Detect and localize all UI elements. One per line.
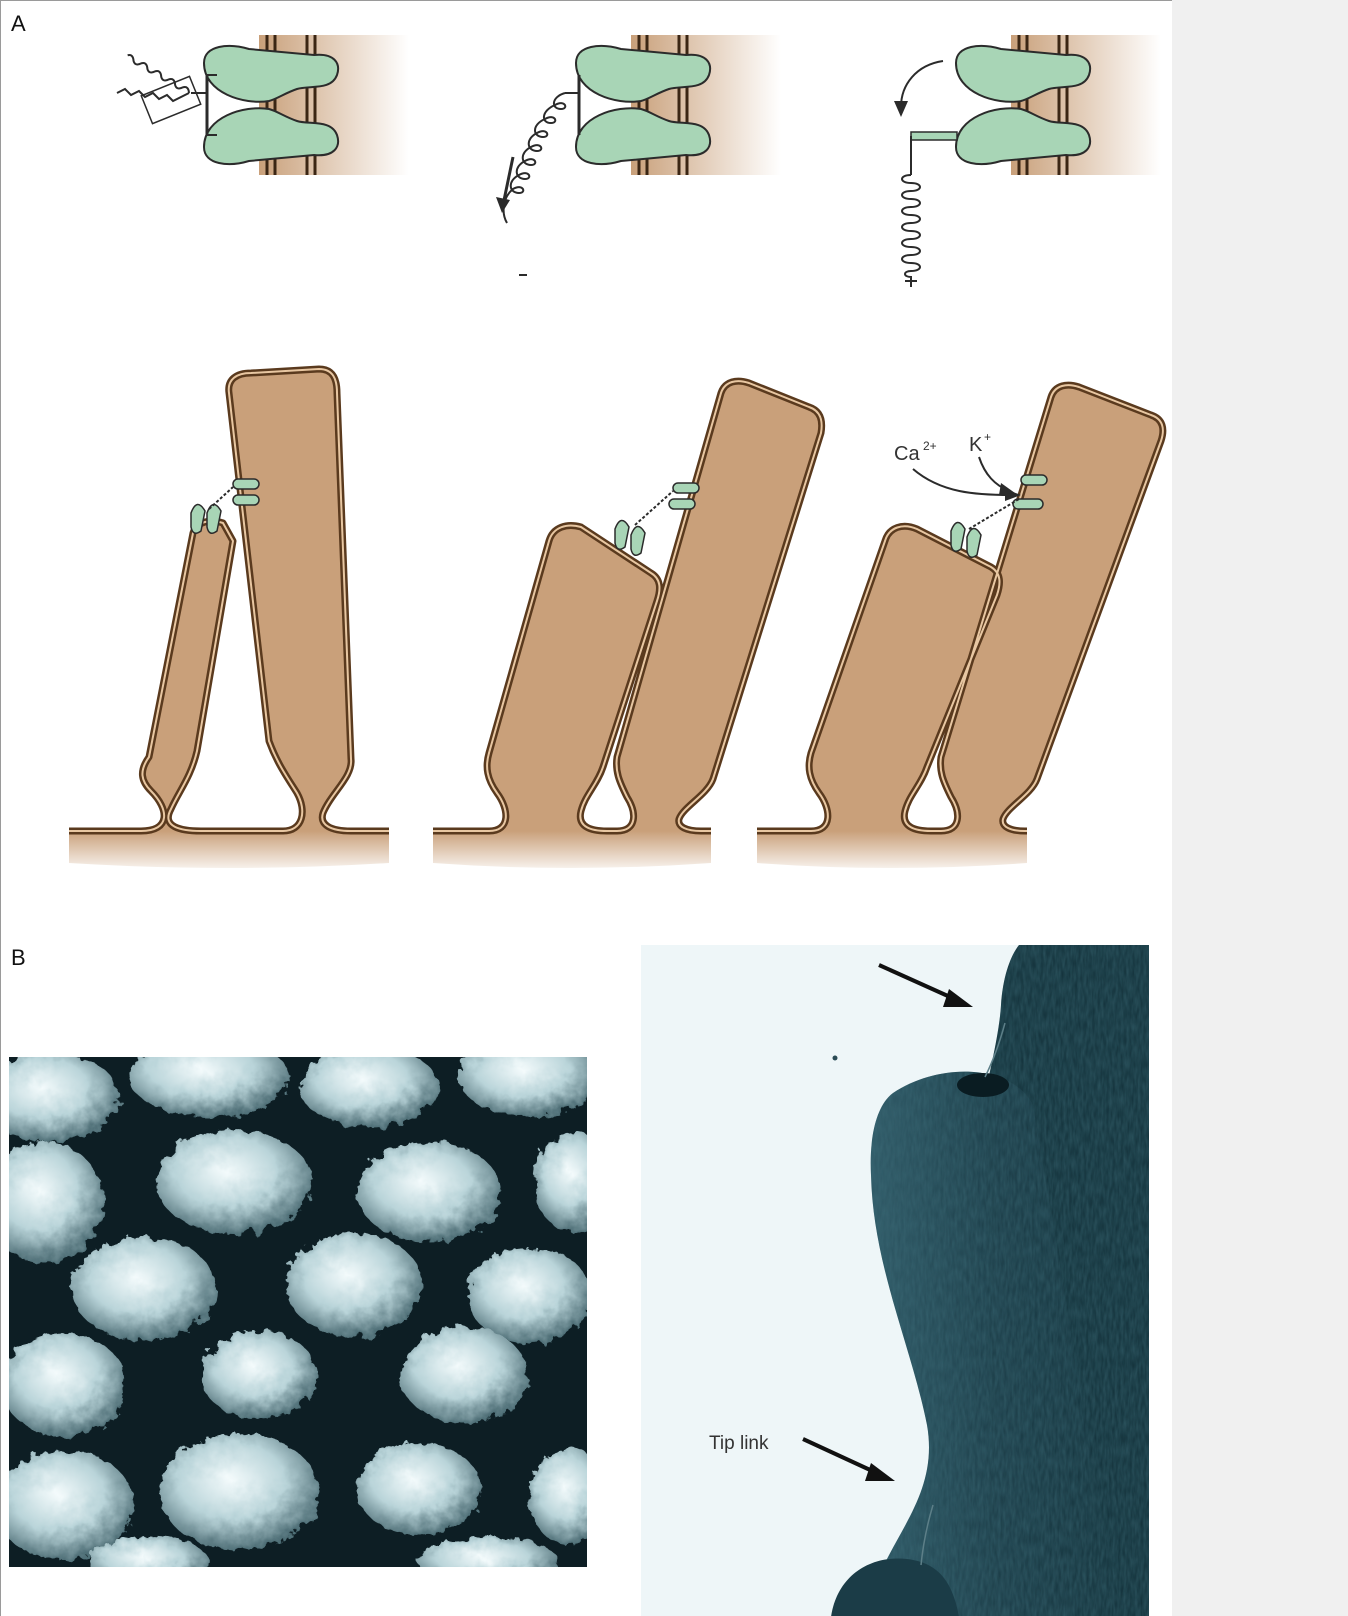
sem-micrograph — [9, 1057, 587, 1567]
hair-bundle-deflected — [433, 381, 822, 868]
potassium-label: K — [969, 434, 983, 456]
calcium-label: Ca — [894, 443, 920, 465]
panel-b-label: B — [11, 945, 26, 971]
gate-stretched-top — [496, 35, 781, 275]
hair-bundle-channel-open — [757, 385, 1163, 868]
gate-open-top — [894, 35, 1161, 287]
potassium-charge: + — [984, 430, 991, 444]
figure: A B — [0, 0, 1172, 1616]
hair-bundle-rest — [69, 369, 389, 868]
tip-link-label: Tip link — [709, 1433, 769, 1454]
calcium-charge: 2+ — [923, 439, 937, 453]
tem-image: Tip link — [641, 945, 1149, 1616]
panel-a-diagram: Ca 2+ K + — [1, 1, 1172, 901]
gate-closed-top — [117, 35, 409, 175]
sem-image — [9, 1057, 587, 1567]
tem-micrograph: Tip link — [641, 945, 1149, 1616]
